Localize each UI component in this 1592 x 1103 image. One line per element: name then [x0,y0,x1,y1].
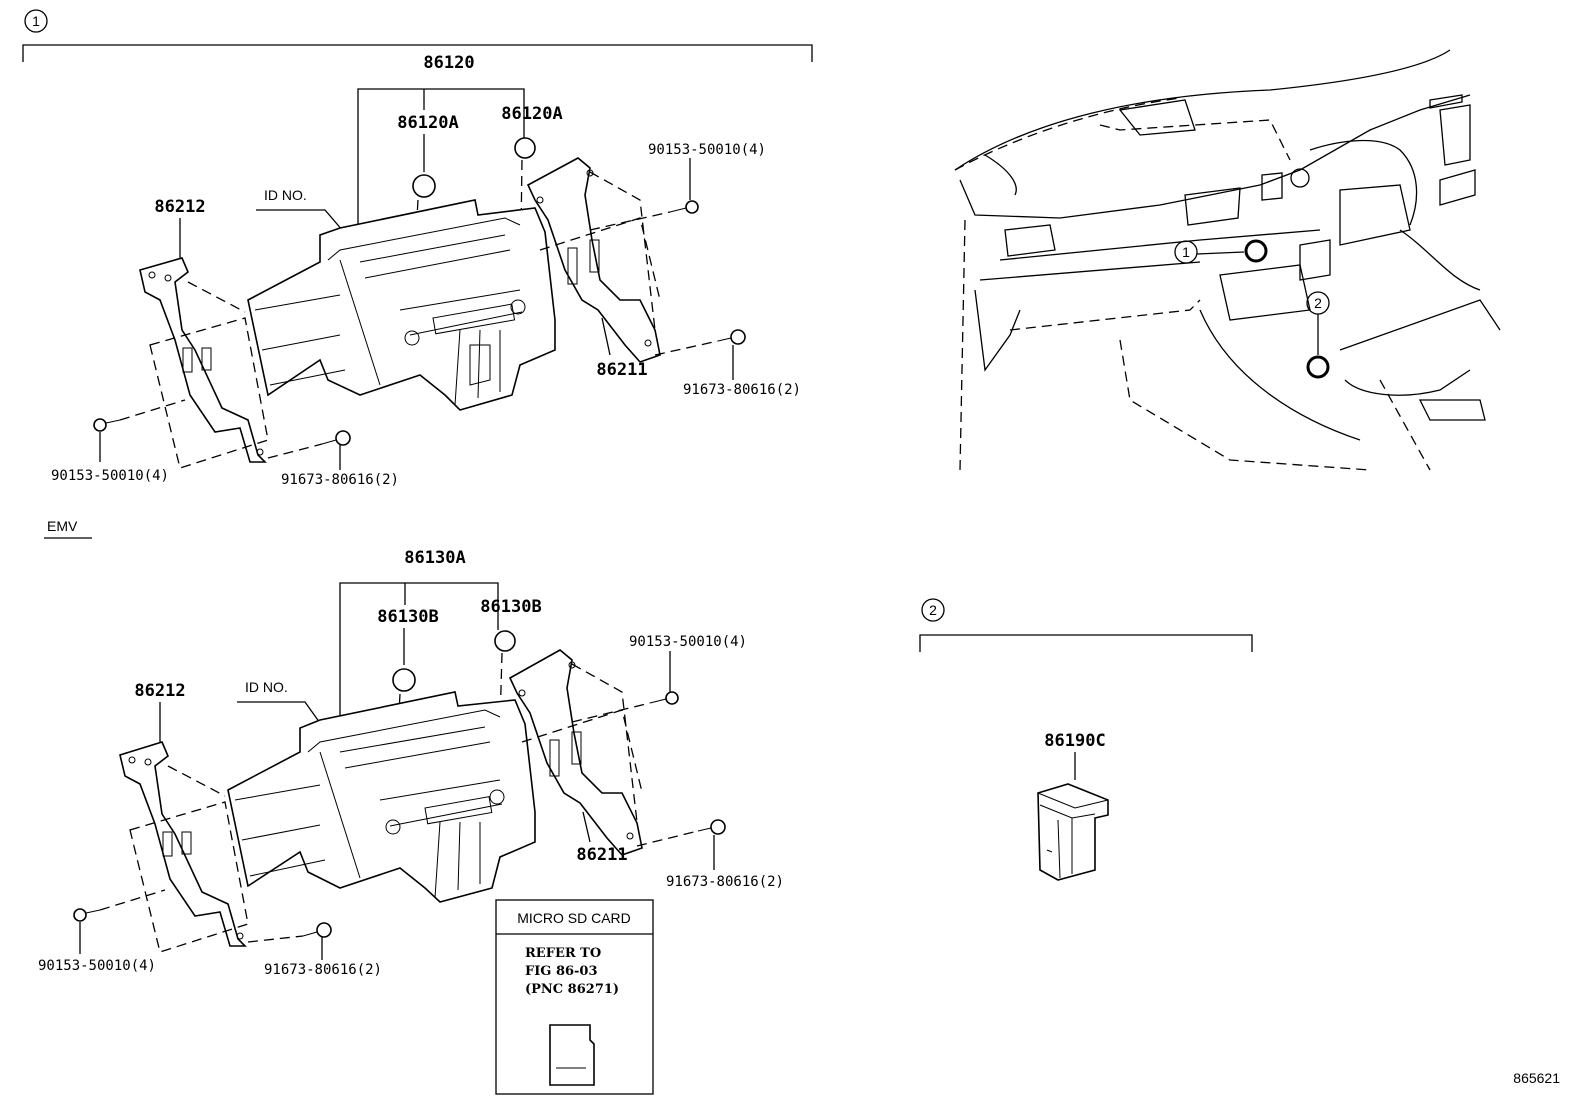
micro-sd-card-icon [549,1024,595,1086]
dashboard-callout-2: 2 [1314,295,1322,311]
group2-bolt-right-label: 91673-80616(2) [666,874,784,890]
variant-label: EMV [47,518,78,534]
figure-number: 865621 [1513,1070,1560,1086]
group1-knob-b-label: 86120A [501,104,562,124]
group2-id-no-label: ID NO. [245,679,288,695]
micro-sd-title: MICRO SD CARD [517,910,631,926]
group2-head-unit-label: 86130A [404,548,465,568]
micro-sd-line2: FIG 86-03 [525,964,598,979]
group2-detail-bracket-line [919,634,1253,652]
group2-screw-bottom-left [73,908,101,922]
group2-screw-top-right-label: 90153-50010(4) [629,634,747,650]
group2-bracket-left-label: 86212 [134,681,185,701]
group1-screw-top-right [669,200,699,214]
group1-screw-bottom-left [93,418,121,432]
group2-knob-b [494,630,516,652]
group1-id-no-label: ID NO. [264,187,307,203]
detail2-module [1037,783,1109,881]
callout-circle-2: 2 [921,598,945,622]
group2-bracket-right [508,649,643,856]
group1-knob-a [412,174,436,198]
location-marker-1 [1244,239,1268,263]
group2-bracket-left [119,741,247,947]
group2-knob-a-label: 86130B [377,607,438,627]
group2-knob-b-label: 86130B [480,597,541,617]
group2-bolt-bottom [302,922,332,938]
group1-bracket-right [526,157,661,363]
group1-screw-top-right-label: 90153-50010(4) [648,142,766,158]
micro-sd-box: MICRO SD CARD REFER TO FIG 86-03 (PNC 86… [495,899,654,1095]
group1-knob-a-label: 86120A [397,113,458,133]
group1-bracket-line [22,44,813,62]
micro-sd-line1: REFER TO [525,946,601,961]
micro-sd-line3: (PNC 86271) [525,982,619,997]
group1-knob-b [514,137,536,159]
callout-circle-1: 1 [24,9,48,33]
group1-bolt-right [717,329,746,345]
group1-bolt-bottom-label: 91673-80616(2) [281,472,399,488]
group1-bracket-left-label: 86212 [154,197,205,217]
group2-knob-a [392,668,416,692]
location-marker-2 [1306,355,1330,379]
group1-bracket-right-label: 86211 [596,360,647,380]
dashboard-overview: 1 2 [954,49,1501,471]
detail2-part-label: 86190C [1044,731,1105,751]
group1-screw-bottom-left-label: 90153-50010(4) [51,468,169,484]
svg-text:2: 2 [929,602,937,618]
dashboard-callout-1: 1 [1182,244,1190,260]
group1-head-unit-leader [357,88,525,226]
group1-head-unit [247,199,556,411]
group2-screw-top-right [649,691,679,705]
group1-bolt-bottom [321,430,351,446]
group2-bolt-right [697,819,726,835]
svg-text:1: 1 [32,13,40,29]
group1-bolt-right-label: 91673-80616(2) [683,382,801,398]
group1-bracket-left [139,257,267,463]
group2-screw-bottom-left-label: 90153-50010(4) [38,958,156,974]
group2-head-unit [227,691,536,903]
group2-bracket-right-label: 86211 [576,845,627,865]
group1-head-unit-label: 86120 [423,53,474,73]
group2-bolt-bottom-label: 91673-80616(2) [264,962,382,978]
